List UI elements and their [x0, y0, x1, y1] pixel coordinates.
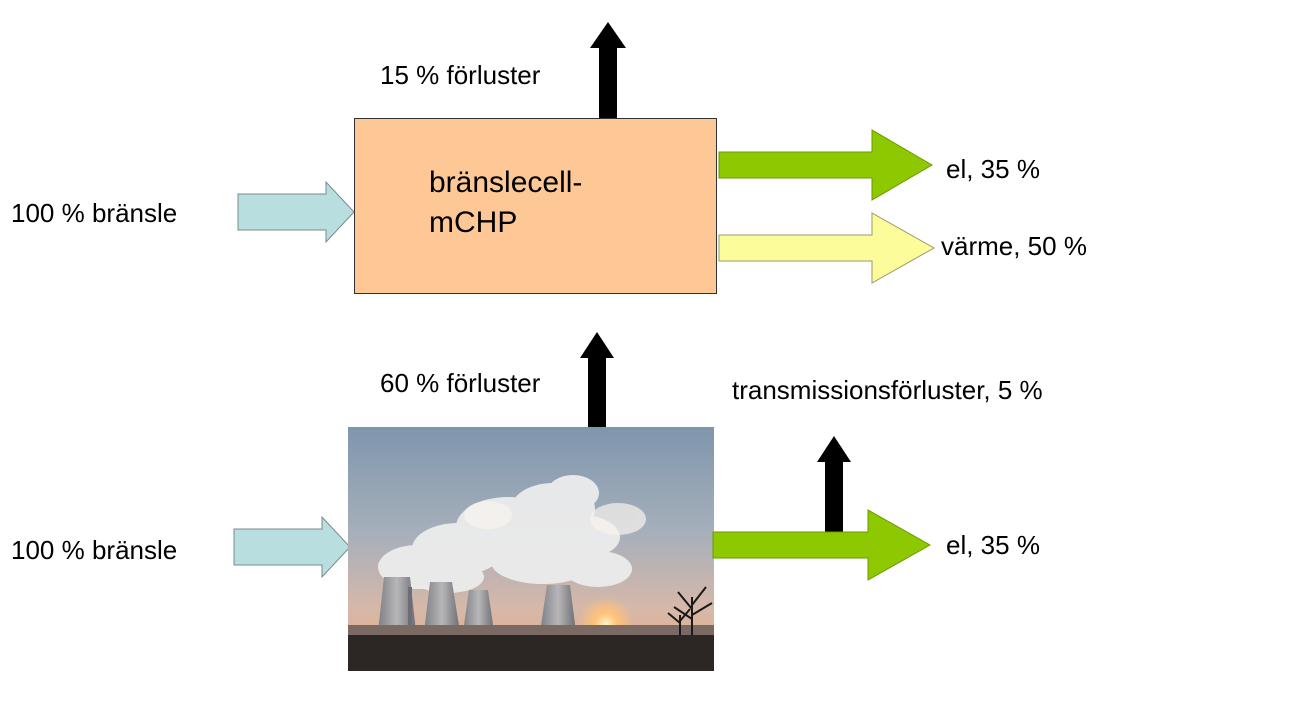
- fuel-cell-mchp-title-line2: mCHP: [429, 206, 518, 239]
- power-plant-image: [348, 427, 714, 671]
- top-fuel-arrow: [237, 180, 355, 244]
- fuel-cell-mchp-title-line1: bränslecell-: [429, 166, 583, 199]
- bottom-loss-arrow: [580, 332, 614, 428]
- top-loss-arrow: [590, 22, 626, 119]
- top-loss-label: 15 % förluster: [380, 60, 541, 90]
- top-electricity-label: el, 35 %: [946, 154, 1040, 184]
- transmission-loss-arrow: [817, 436, 851, 533]
- top-electricity-arrow: [718, 129, 933, 201]
- heat-label: värme, 50 %: [941, 231, 1087, 261]
- heat-arrow: [718, 212, 936, 284]
- bottom-fuel-label: 100 % bränsle: [11, 535, 178, 565]
- bottom-fuel-arrow: [233, 515, 351, 579]
- bottom-loss-label: 60 % förluster: [380, 368, 541, 398]
- bottom-electricity-arrow: [712, 509, 932, 581]
- fuel-cell-mchp-box: bränslecell- mCHP: [354, 118, 717, 294]
- transmission-loss-label: transmissionsförluster, 5 %: [732, 375, 1043, 405]
- bottom-electricity-label: el, 35 %: [946, 530, 1040, 560]
- fuel-cell-mchp-title: bränslecell- mCHP: [429, 163, 582, 243]
- top-fuel-label: 100 % bränsle: [11, 198, 178, 228]
